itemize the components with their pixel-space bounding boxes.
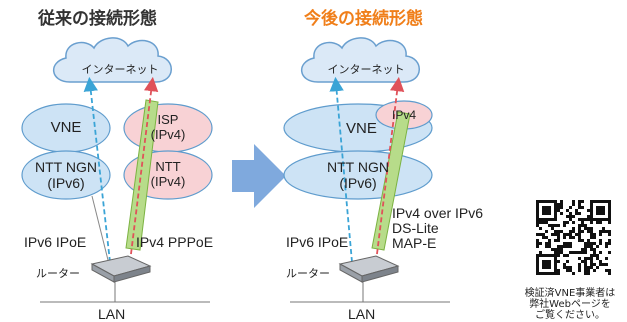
method-ipv4-over-ipv6: IPv4 over IPv6	[392, 205, 484, 221]
ipv6-arrow-left	[83, 76, 111, 263]
ipv4-arrow-right	[375, 76, 405, 263]
ntt-ngn-label-right-line1: NTT NGN	[327, 159, 389, 175]
ntt-ngn-label-right-line2: (IPv6)	[339, 175, 377, 191]
lan-label-left: LAN	[98, 306, 126, 322]
internet-cloud-right	[301, 37, 420, 83]
router-icon-left	[90, 255, 152, 283]
isp-label-line1: ISP	[157, 112, 179, 127]
ipv4-badge-label: IPv4	[391, 108, 416, 122]
ipv6-ipoe-label-right: IPv6 IPoE	[286, 234, 349, 250]
vne-label-left: VNE	[50, 119, 82, 136]
method-ds-lite: DS-Lite	[392, 220, 439, 236]
heading-future: 今後の接続形態	[304, 9, 423, 29]
ntt-ngn-label-line1: NTT NGN	[35, 159, 97, 175]
method-map-e: MAP-E	[392, 235, 437, 251]
ipv6-ipoe-label-left: IPv6 IPoE	[24, 234, 87, 250]
ipv4-arrow-left	[129, 76, 159, 263]
qr-caption-line1: 検証済VNE事業者は	[524, 288, 616, 299]
vne-label-right: VNE	[346, 120, 377, 137]
ntt-label-line1: NTT	[155, 159, 181, 174]
router-label-right: ルーター	[286, 268, 330, 280]
transition-arrow-icon	[232, 144, 286, 208]
router-icon-right	[338, 255, 400, 283]
qr-caption: 検証済VNE事業者は 弊社Webページを ご覧ください。	[508, 288, 627, 321]
isp-label-line2: (IPv4)	[150, 127, 186, 142]
ipv4-pppoe-label: IPv4 PPPoE	[136, 234, 214, 250]
lan-label-right: LAN	[348, 306, 376, 322]
line-left-gray	[91, 195, 111, 269]
heading-conventional: 従来の接続形態	[38, 9, 157, 29]
qr-caption-line3: ご覧ください。	[535, 310, 605, 321]
ntt-label-line2: (IPv4)	[150, 174, 186, 189]
pppoe-tunnel	[125, 99, 159, 251]
qr-caption-line2: 弊社Webページを	[529, 299, 611, 310]
router-label-left: ルーター	[36, 268, 80, 280]
ipv6-arrow-right	[329, 76, 353, 263]
internet-cloud-left	[53, 37, 172, 83]
ntt-ngn-label-line2: (IPv6)	[47, 175, 85, 191]
ntt-ngn-ellipse-left	[21, 150, 111, 200]
qr-code-icon	[534, 198, 613, 277]
cloud-label-left: インターネット	[81, 64, 159, 76]
cloud-label-right: インターネット	[327, 64, 405, 76]
